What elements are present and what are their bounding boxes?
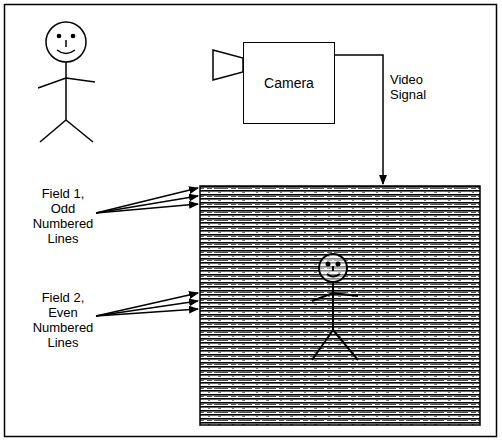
screen-figure bbox=[312, 254, 358, 360]
camera-body: Camera bbox=[243, 42, 335, 124]
signal-arrow bbox=[335, 55, 383, 184]
field-label: Field 1, Odd Numbered Lines bbox=[30, 186, 96, 246]
outer-frame bbox=[5, 5, 497, 437]
camera-lens bbox=[213, 50, 243, 80]
field-leaders bbox=[96, 188, 198, 316]
node-text: Camera bbox=[264, 75, 314, 91]
signal-label: Video Signal bbox=[390, 72, 438, 102]
person-figure bbox=[38, 22, 95, 142]
video-screen bbox=[200, 186, 480, 425]
field-label: Field 2, Even Numbered Lines bbox=[30, 290, 96, 350]
